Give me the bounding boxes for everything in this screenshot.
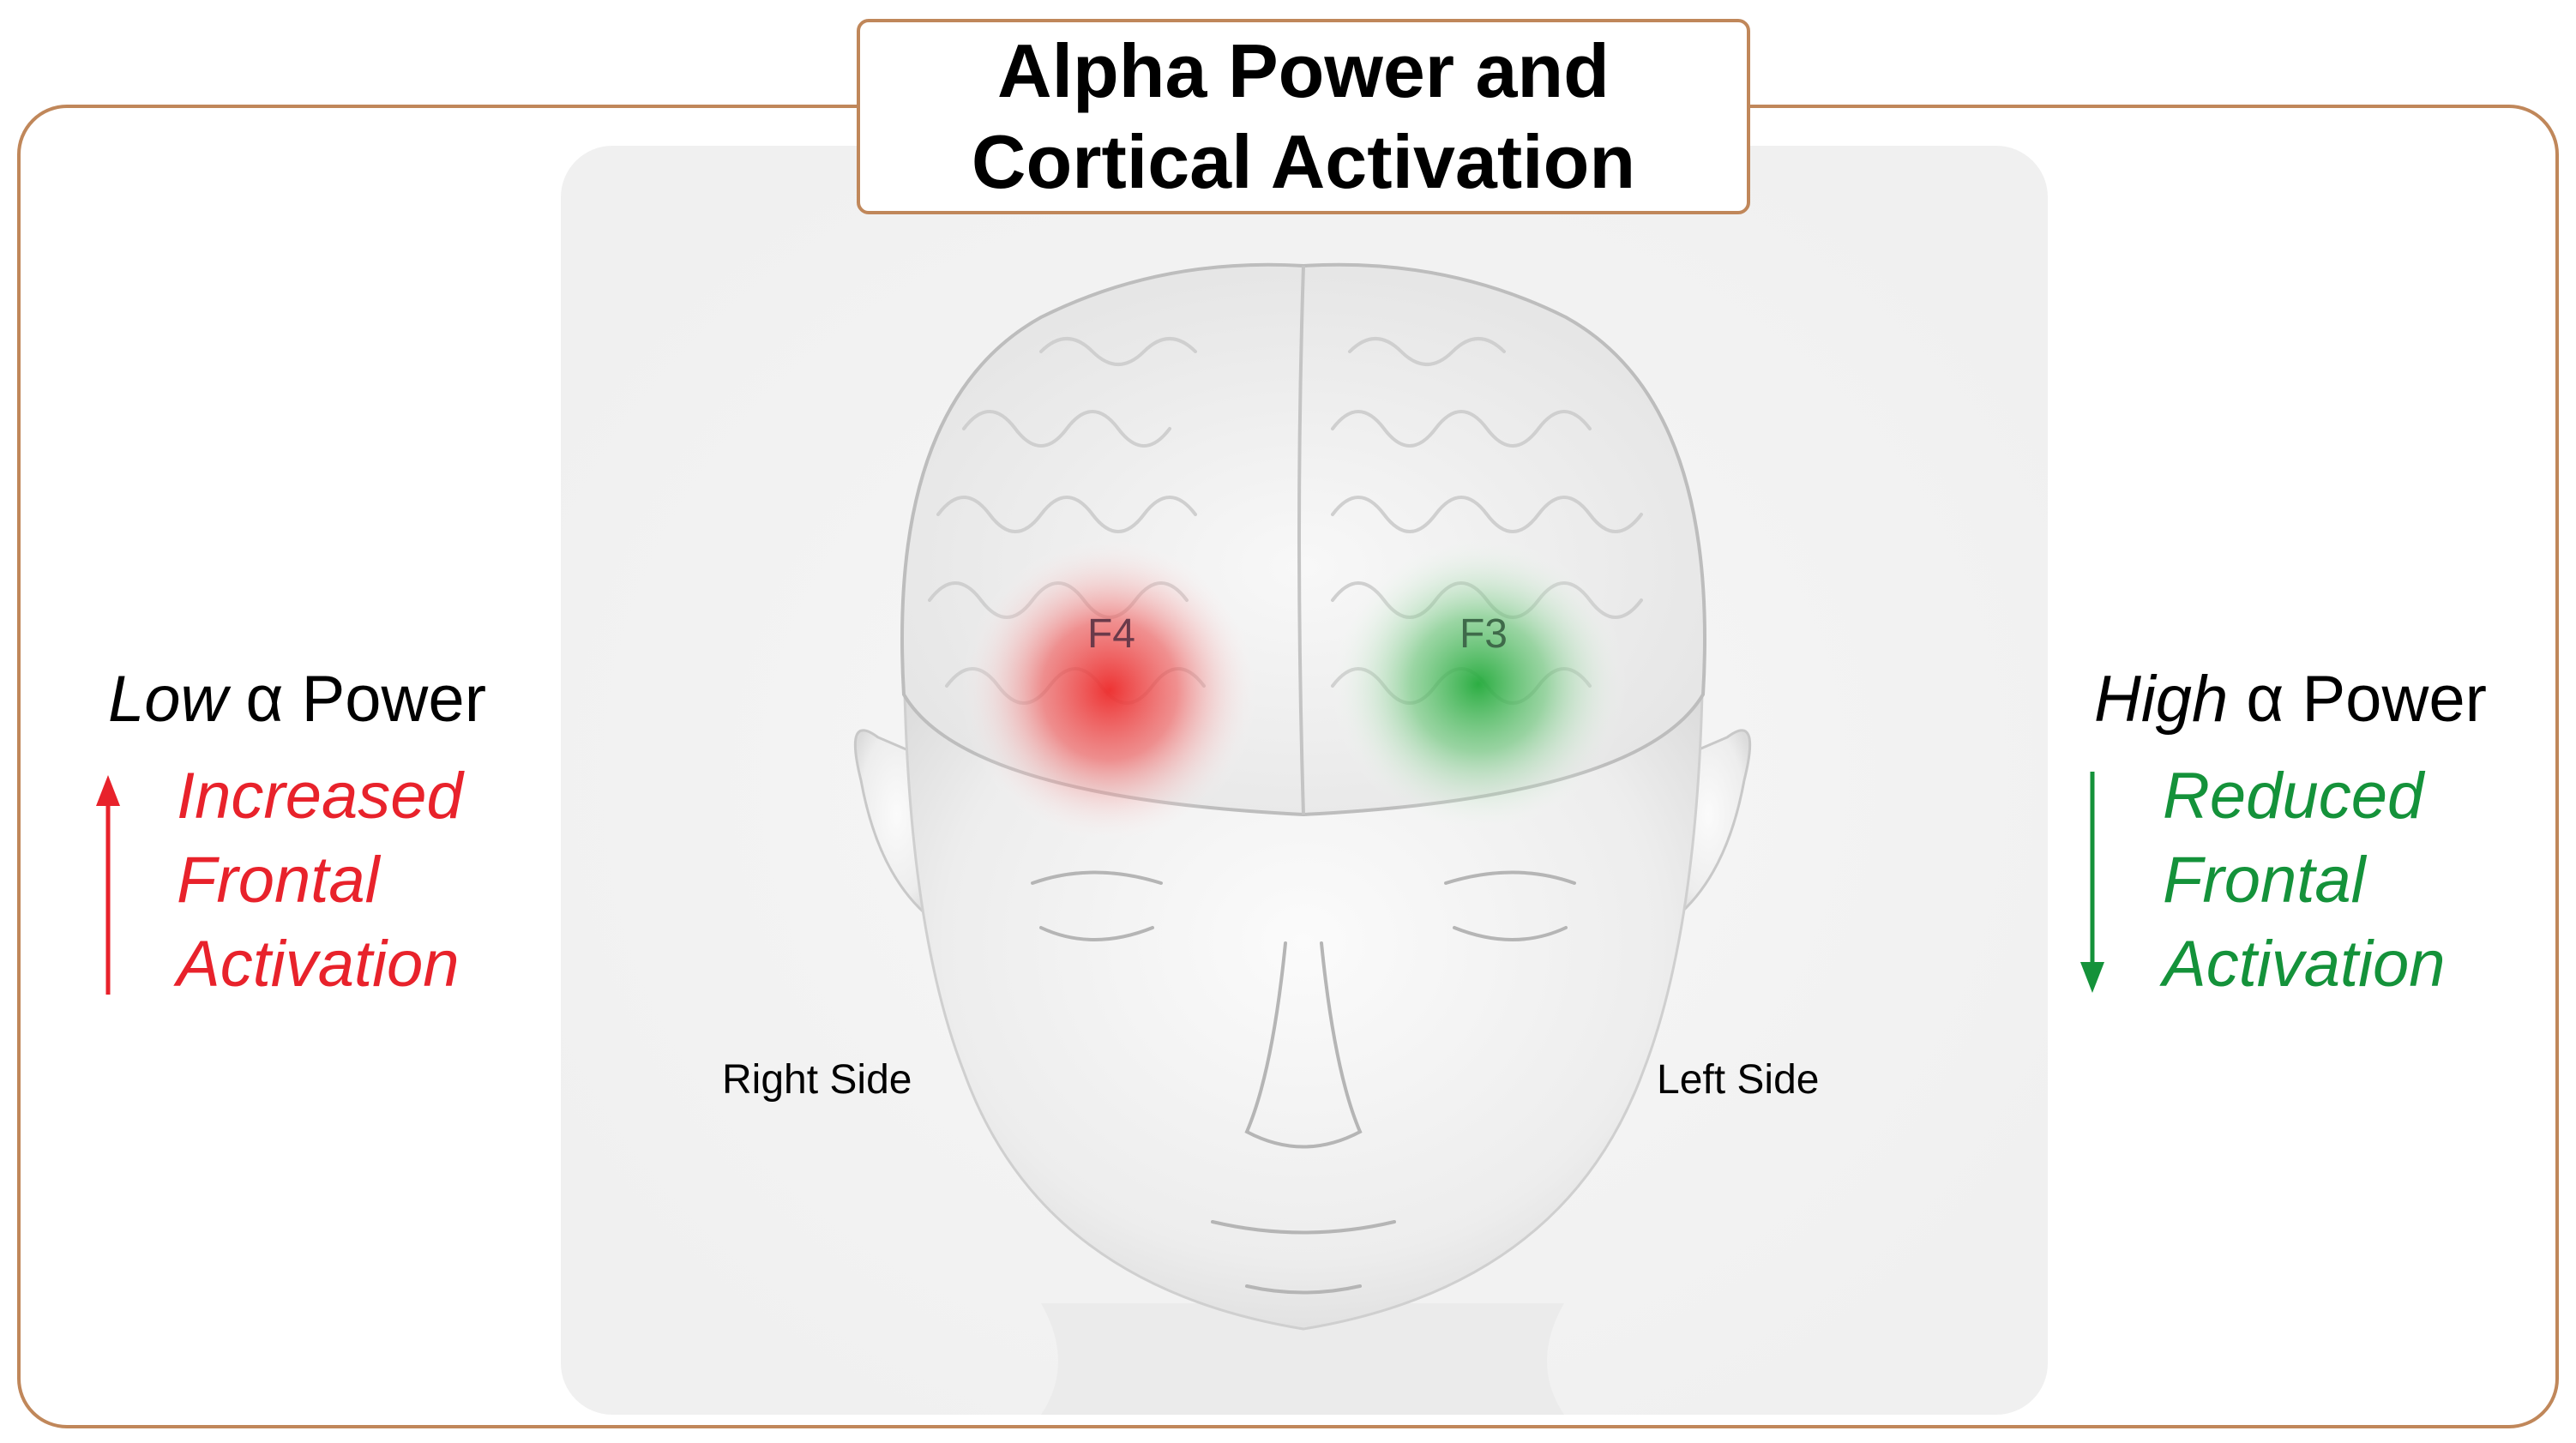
reduced-activation-text: Reduced Frontal Activation <box>2163 755 2446 1007</box>
left-eye <box>1453 926 1568 941</box>
title-line-2: Cortical Activation <box>971 119 1636 204</box>
effect-line-3: Activation <box>177 928 460 1001</box>
nose <box>1244 941 1363 1149</box>
low-word: Low <box>108 663 228 736</box>
f4-label: F4 <box>1087 611 1135 657</box>
right-eye <box>1039 926 1154 941</box>
effect-line-2: Frontal <box>2163 844 2366 917</box>
head-brain-illustration: F4 F3 <box>561 146 2048 1415</box>
title-line-1: Alpha Power and <box>997 28 1610 113</box>
low-alpha-power-label: Low α Power <box>108 662 486 737</box>
left-side-label: Left Side <box>1657 1057 1820 1103</box>
high-alpha-power-label: High α Power <box>2094 662 2487 737</box>
up-arrow-icon <box>96 775 120 995</box>
high-word: High <box>2094 663 2229 736</box>
mouth <box>1211 1220 1396 1235</box>
alpha-power-text: α Power <box>227 663 487 736</box>
f4-red-activation <box>960 536 1260 845</box>
title-box: Alpha Power and Cortical Activation <box>857 19 1750 214</box>
effect-line-1: Increased <box>177 760 463 833</box>
effect-line-2: Frontal <box>177 844 380 917</box>
increased-activation-text: Increased Frontal Activation <box>177 755 463 1007</box>
effect-line-3: Activation <box>2163 928 2446 1001</box>
f3-label: F3 <box>1460 611 1508 657</box>
alpha-power-text: α Power <box>2228 663 2487 736</box>
right-side-label: Right Side <box>722 1057 912 1103</box>
down-arrow-icon <box>2080 772 2104 993</box>
effect-line-1: Reduced <box>2163 760 2424 833</box>
f3-green-activation <box>1328 534 1628 834</box>
